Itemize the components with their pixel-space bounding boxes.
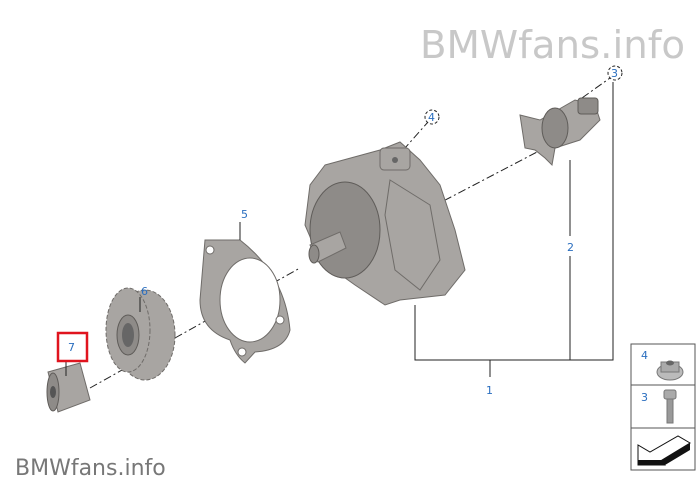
callout-4[interactable]: 4 [424, 109, 440, 125]
callout-1[interactable]: 1 [486, 384, 493, 397]
callout-5[interactable]: 5 [241, 208, 248, 221]
callout-2[interactable]: 2 [567, 241, 574, 254]
watermark-top: BMWfans.info [420, 23, 685, 67]
callout-4-label: 4 [428, 111, 435, 124]
legend-bolt-number: 3 [641, 391, 648, 404]
part-6-sprocket[interactable] [105, 287, 176, 381]
callout-3[interactable]: 3 [607, 65, 623, 81]
legend-item-bolt[interactable]: 3 [641, 389, 677, 424]
legend-nut-number: 4 [641, 349, 648, 362]
callout-7-label: 7 [68, 341, 75, 354]
hex-bolt-icon [663, 389, 677, 424]
watermark-bottom: BMWfans.info [15, 456, 166, 481]
leader-lines [65, 82, 614, 377]
part-2-control-valve[interactable] [519, 97, 601, 167]
hardware-legend: 4 3 [630, 343, 696, 471]
part-5-gasket[interactable] [199, 239, 291, 364]
callout-6[interactable]: 6 [141, 285, 148, 298]
callout-3-label: 3 [611, 67, 618, 80]
callout-7-selected[interactable]: 7 [56, 331, 89, 363]
part-7-sleeve-nut[interactable] [46, 362, 91, 413]
part-1-high-pressure-pump[interactable] [304, 141, 466, 306]
legend-item-nut[interactable]: 4 [641, 349, 684, 381]
view-direction-arrow-icon [637, 435, 691, 466]
flange-nut-icon [656, 360, 684, 381]
